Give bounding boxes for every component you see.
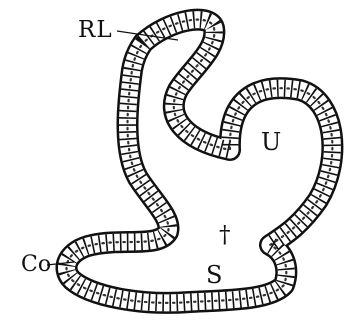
rl-leader-line [116,30,179,41]
epithelium-cell-walls [58,11,341,312]
co-leader-line [46,261,75,266]
label-rl: RL [78,17,113,43]
label-co: Co [21,252,52,277]
dagger-marker: † [219,222,231,248]
label-u: U [261,128,282,156]
epithelium-cell-nuclei [65,18,334,304]
label-s: S [206,261,223,289]
